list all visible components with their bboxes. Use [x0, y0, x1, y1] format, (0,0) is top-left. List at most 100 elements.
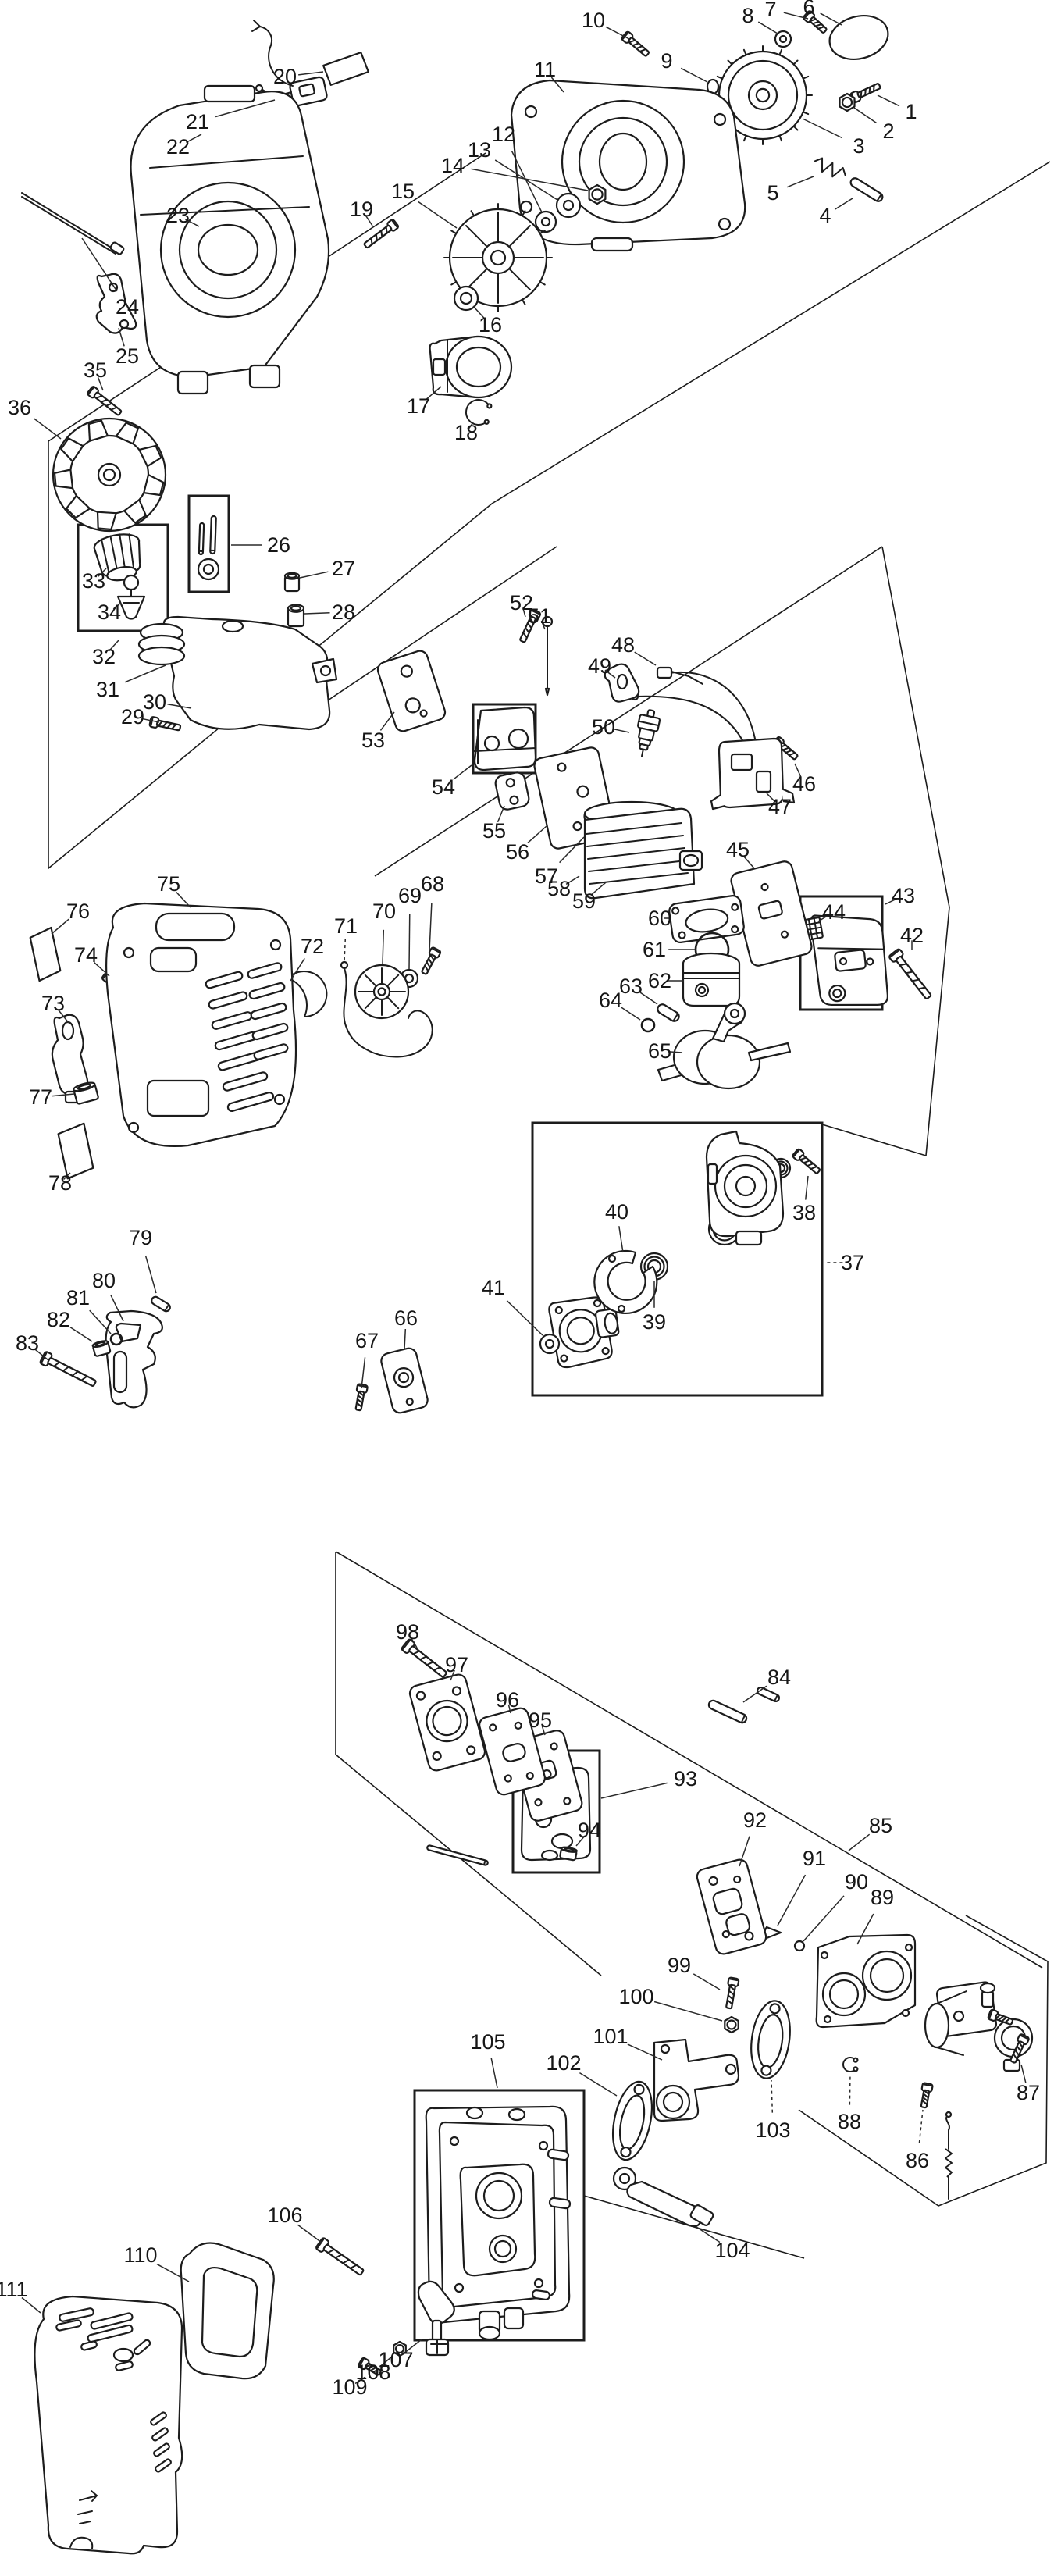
- part-3-disc: [713, 45, 813, 145]
- leader-80: [110, 1294, 124, 1322]
- leader-105: [490, 2058, 498, 2089]
- part-label-67: 67: [355, 1329, 379, 1352]
- part-label-1: 1: [905, 100, 917, 123]
- part-label-97: 97: [445, 1653, 468, 1676]
- part-52-screw: [519, 608, 541, 643]
- leader-103: [771, 2079, 774, 2113]
- leader-69: [408, 914, 411, 970]
- part-label-82: 82: [47, 1308, 70, 1331]
- part-71-rope71: [340, 960, 433, 1058]
- leader-40: [618, 1226, 624, 1253]
- part-label-29: 29: [121, 705, 144, 729]
- part-label-107: 107: [378, 2348, 413, 2371]
- part-label-24: 24: [116, 295, 139, 319]
- leader-84: [742, 1685, 767, 1703]
- part-label-93: 93: [674, 1767, 697, 1790]
- part-36-fan: [52, 417, 167, 533]
- part-45-plate: [730, 860, 813, 967]
- leader-41: [506, 1300, 543, 1336]
- part-54-insul54: [473, 706, 537, 771]
- part-label-21: 21: [186, 110, 209, 134]
- detail-crankR-4: [705, 1130, 785, 1246]
- leader-68: [429, 902, 433, 952]
- leader-79: [144, 1255, 157, 1294]
- part-label-51: 51: [528, 604, 551, 628]
- part-label-33: 33: [82, 569, 105, 593]
- part-65-crank65: [657, 1002, 792, 1090]
- part-66-plate: [380, 1347, 429, 1414]
- part-31-tank: [137, 615, 338, 731]
- leader-93: [600, 1782, 668, 1799]
- part-label-9: 9: [661, 49, 672, 73]
- leader-15: [418, 201, 458, 229]
- leader-27: [299, 571, 329, 579]
- leader-31: [124, 664, 166, 683]
- part-label-7: 7: [764, 0, 776, 21]
- part-28-cyl: [287, 604, 305, 628]
- assembly-box-105: [413, 2089, 586, 2342]
- leader-98: [410, 1637, 418, 1648]
- part-label-75: 75: [157, 872, 180, 896]
- part-label-100: 100: [618, 1985, 653, 2008]
- part-76-tag: [29, 926, 62, 982]
- part-label-48: 48: [611, 633, 635, 657]
- leader-104: [696, 2226, 721, 2243]
- part-label-42: 42: [900, 924, 924, 947]
- part-96-plate: [479, 1707, 546, 1796]
- leader-4: [834, 198, 853, 210]
- leader-66: [404, 1328, 407, 1350]
- leader-91: [777, 1874, 807, 1926]
- part-17-clutch: [429, 335, 513, 399]
- part-label-32: 32: [92, 645, 116, 668]
- part-label-92: 92: [743, 1808, 767, 1832]
- part-label-23: 23: [166, 204, 190, 227]
- part-label-25: 25: [116, 344, 139, 368]
- part-104-lever104: [612, 2166, 714, 2228]
- part-label-85: 85: [869, 1814, 892, 1837]
- part-42-screw: [888, 948, 932, 999]
- leader-65: [668, 1050, 683, 1053]
- part-label-47: 47: [768, 795, 792, 818]
- part-4-pin: [849, 177, 884, 202]
- part-100-nut: [724, 2015, 739, 2034]
- part-label-18: 18: [454, 421, 478, 444]
- part-label-36: 36: [8, 396, 31, 419]
- part-label-73: 73: [41, 992, 65, 1015]
- leader-81: [89, 1309, 112, 1334]
- leader-86: [918, 2109, 924, 2143]
- part-70-disc: [354, 964, 410, 1020]
- leader-3: [802, 118, 842, 139]
- part-102-ovalg: [612, 2080, 653, 2161]
- part-label-102: 102: [546, 2051, 581, 2075]
- part-label-108: 108: [355, 2360, 390, 2384]
- part-label-54: 54: [432, 775, 455, 799]
- leader-63: [639, 992, 658, 1005]
- part-label-40: 40: [605, 1200, 628, 1224]
- part-60-plate: [668, 895, 745, 943]
- leader-76: [51, 918, 69, 935]
- part-label-111: 111: [0, 2278, 28, 2301]
- leader-75: [176, 891, 191, 908]
- leader-25: [118, 327, 125, 347]
- part-label-57: 57: [535, 864, 558, 888]
- leader-55: [497, 805, 505, 823]
- part-label-56: 56: [506, 840, 529, 864]
- part-labels: 1234567891011121314151617181920212223242…: [0, 0, 1040, 2399]
- part-14-nut: [588, 183, 607, 205]
- part-109-screw: [358, 2357, 382, 2376]
- leader-16: [472, 305, 485, 319]
- part-27-cyl: [283, 572, 301, 593]
- detail-screw-12: [987, 2008, 1014, 2026]
- part-label-91: 91: [803, 1847, 826, 1870]
- part-62-piston: [682, 952, 741, 1007]
- leader-64: [620, 1007, 641, 1021]
- leader-71: [344, 939, 347, 963]
- part-label-52: 52: [510, 591, 533, 615]
- part-25-lever25: [95, 273, 137, 334]
- leader-36: [34, 418, 62, 440]
- assembly-box-26: [187, 494, 230, 593]
- part-label-17: 17: [407, 394, 430, 418]
- part-label-27: 27: [332, 557, 355, 580]
- leader-49: [604, 669, 616, 679]
